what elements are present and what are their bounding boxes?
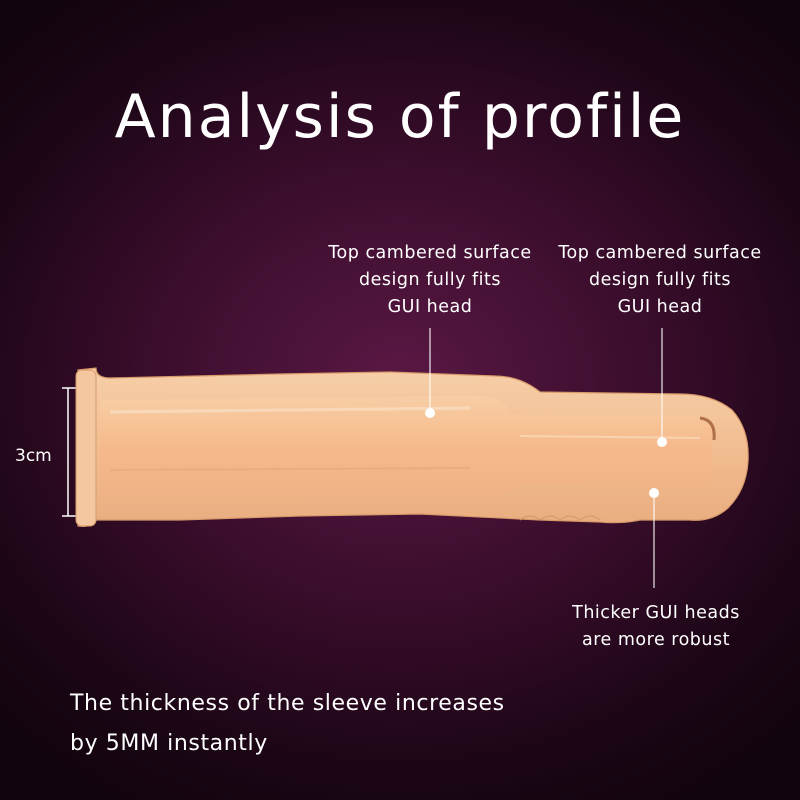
dimension-label: 3cm: [15, 446, 52, 466]
callout-line: are more robust: [582, 630, 730, 650]
callout-top-right: Top cambered surface design fully fits G…: [548, 240, 772, 321]
caption-line: The thickness of the sleeve increases: [70, 691, 505, 716]
callout-pointers: [425, 328, 667, 588]
page-title: Analysis of profile: [114, 82, 686, 152]
caption-line: by 5MM instantly: [70, 731, 268, 756]
callout-line: design fully fits: [358, 270, 501, 290]
bottom-caption: The thickness of the sleeve increases by…: [70, 684, 505, 764]
callout-line: GUI head: [387, 297, 473, 317]
sleeve-body: [75, 367, 749, 527]
callout-line: Top cambered surface: [558, 243, 762, 263]
callout-bottom-right: Thicker GUI heads are more robust: [544, 600, 768, 654]
callout-line: design fully fits: [588, 270, 731, 290]
callout-line: Top cambered surface: [328, 243, 532, 263]
callout-line: GUI head: [617, 297, 703, 317]
dimension-bracket: [62, 387, 76, 517]
callout-top-left: Top cambered surface design fully fits G…: [318, 240, 542, 321]
callout-line: Thicker GUI heads: [572, 603, 740, 623]
